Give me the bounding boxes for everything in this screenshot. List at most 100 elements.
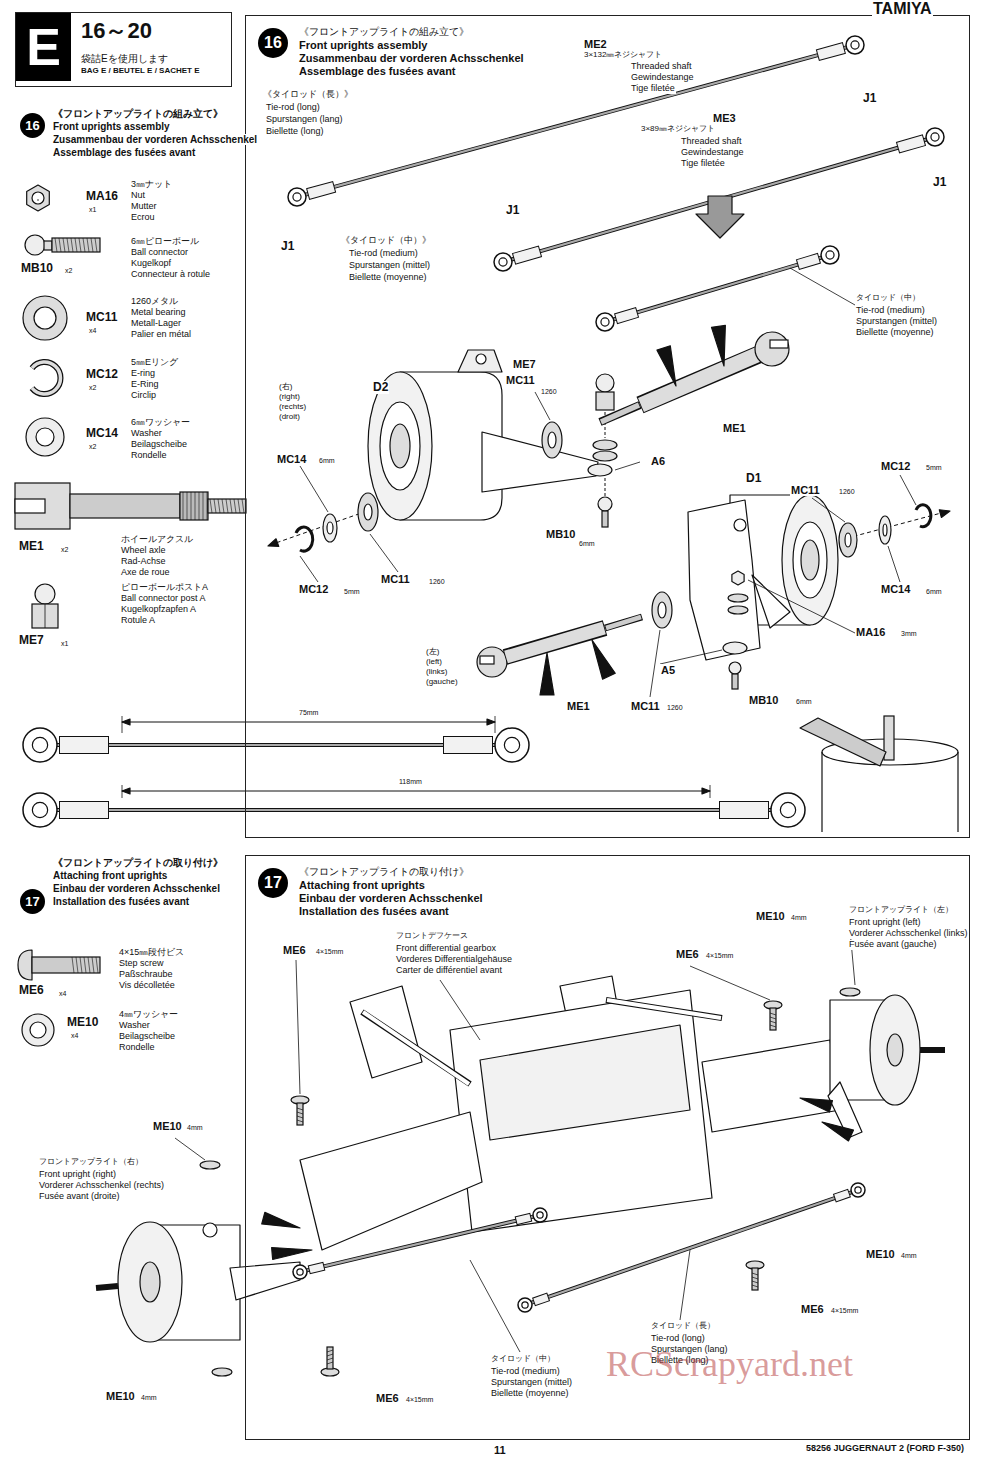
dimension-tick xyxy=(122,785,123,798)
screw-thread xyxy=(752,1281,758,1283)
metal-bearing xyxy=(658,602,666,618)
rod-end-sleeve xyxy=(719,801,769,819)
step-number: 17 xyxy=(258,868,288,898)
rod-end-eye xyxy=(293,193,301,201)
gearbox xyxy=(450,990,712,1232)
washer xyxy=(593,451,617,461)
upper-arm xyxy=(363,1012,469,1084)
label-text: ピローボールポストA xyxy=(120,583,209,593)
label-text: タイロッド（中） xyxy=(855,294,921,303)
washer xyxy=(26,418,64,456)
label-text: 《タイロッド（長）》 xyxy=(262,90,354,100)
part-callout: MC11 xyxy=(630,700,661,712)
screw-thread xyxy=(83,238,85,252)
leader-line xyxy=(748,580,855,633)
label-text: Rondelle xyxy=(118,1043,156,1053)
label-text: 6mm xyxy=(795,698,813,706)
tool-sketch xyxy=(957,752,958,832)
label-text: Biellette (moyenne) xyxy=(855,328,935,338)
label-text: Front upright (left) xyxy=(848,918,922,928)
wheel-axle xyxy=(15,499,45,513)
pointer-arrow xyxy=(272,1248,312,1260)
ball-post xyxy=(35,584,55,604)
pointer-arrow xyxy=(262,1212,300,1228)
pointer-arrow xyxy=(939,510,950,518)
steering-arm xyxy=(230,1262,300,1300)
label-text: 1260 xyxy=(838,488,856,496)
label-text: Tie-rod (medium) xyxy=(490,1367,561,1377)
part-callout: ME10 xyxy=(105,1390,136,1402)
label-text: Gewindestange xyxy=(630,73,695,83)
label-text: Threaded shaft xyxy=(680,137,743,147)
label-text: (links) xyxy=(425,668,448,677)
part-callout: 58256 JUGGERNAUT 2 (FORD F-350) xyxy=(805,1444,965,1454)
part-callout: MC12 xyxy=(85,368,119,381)
screw-thread xyxy=(210,499,212,513)
direction-arrow xyxy=(696,196,744,238)
washer xyxy=(30,1022,46,1038)
screw-thread xyxy=(218,499,220,513)
rod-end-eye xyxy=(771,793,805,827)
label-text: Vorderes Differentialgehäuse xyxy=(395,955,513,965)
wheel-axle xyxy=(180,492,208,520)
label-text: (右) xyxy=(278,383,293,392)
rod-end-sleeve xyxy=(310,1266,324,1269)
label-text: フロントデフケース xyxy=(395,932,469,941)
screw-thread xyxy=(770,1021,776,1023)
label-text: ホイールアクスル xyxy=(120,535,194,545)
pointer-arrow xyxy=(540,653,554,695)
rod-end-eye xyxy=(851,1183,865,1197)
part-callout: D1 xyxy=(745,472,762,485)
screw-thread xyxy=(95,238,97,252)
label-text: Biellette (long) xyxy=(265,127,325,137)
washer xyxy=(728,606,748,614)
part-callout: ME6 xyxy=(18,984,45,997)
label-text: E-ring xyxy=(130,369,156,379)
screw-thread xyxy=(80,957,82,973)
label-text: 4×15mm xyxy=(705,952,734,960)
part-callout: ME1 xyxy=(18,540,45,553)
dimension-line xyxy=(122,722,495,723)
metal-bearing xyxy=(548,432,556,448)
threaded-shaft xyxy=(532,1192,852,1302)
wheel-axle xyxy=(920,1047,945,1053)
hex-nut xyxy=(32,192,44,204)
front-upright xyxy=(203,1223,217,1237)
label-text: 6mm xyxy=(925,588,943,596)
leader-line xyxy=(175,1138,205,1160)
label-text: x2 xyxy=(88,443,97,451)
part-callout: A6 xyxy=(650,455,666,467)
wheel-axle xyxy=(96,1286,118,1288)
part-callout: MC11 xyxy=(505,374,536,386)
rod-end-sleeve xyxy=(309,1266,325,1270)
threaded-shaft xyxy=(57,744,495,746)
upright-d2 xyxy=(380,402,420,490)
label-text: Paßschraube xyxy=(118,970,174,980)
screw-thread xyxy=(327,1362,333,1364)
part-callout: ME10 xyxy=(755,910,786,922)
screw-thread xyxy=(79,238,81,252)
rod-end-sleeve xyxy=(898,140,925,148)
label-text: 75mm xyxy=(298,709,319,717)
leader-line xyxy=(440,980,480,1040)
part-callout: Zusammenbau der vorderen Achsschenkel xyxy=(52,134,258,145)
rod-end-eye xyxy=(601,318,609,326)
leader-line xyxy=(690,966,770,1000)
screw-thread xyxy=(91,238,93,252)
label-text: Step screw xyxy=(118,959,165,969)
screw-thread xyxy=(770,1017,776,1019)
metal-bearing xyxy=(23,296,67,340)
threaded-shaft xyxy=(614,258,822,320)
leader-line xyxy=(615,462,640,470)
spline xyxy=(203,492,204,520)
label-text: x2 xyxy=(88,384,97,392)
rod-end-eye xyxy=(518,1298,532,1312)
label-text: 4×15mm xyxy=(315,948,344,956)
part-callout: MA16 xyxy=(85,190,119,203)
ball-post xyxy=(32,604,58,628)
label-text: Palier en métal xyxy=(130,330,192,340)
part-callout: ME3 xyxy=(712,112,737,124)
label-text: Tie-rod (medium) xyxy=(348,249,419,259)
label-text: Ecrou xyxy=(130,213,156,223)
screw-thread xyxy=(327,1350,333,1352)
